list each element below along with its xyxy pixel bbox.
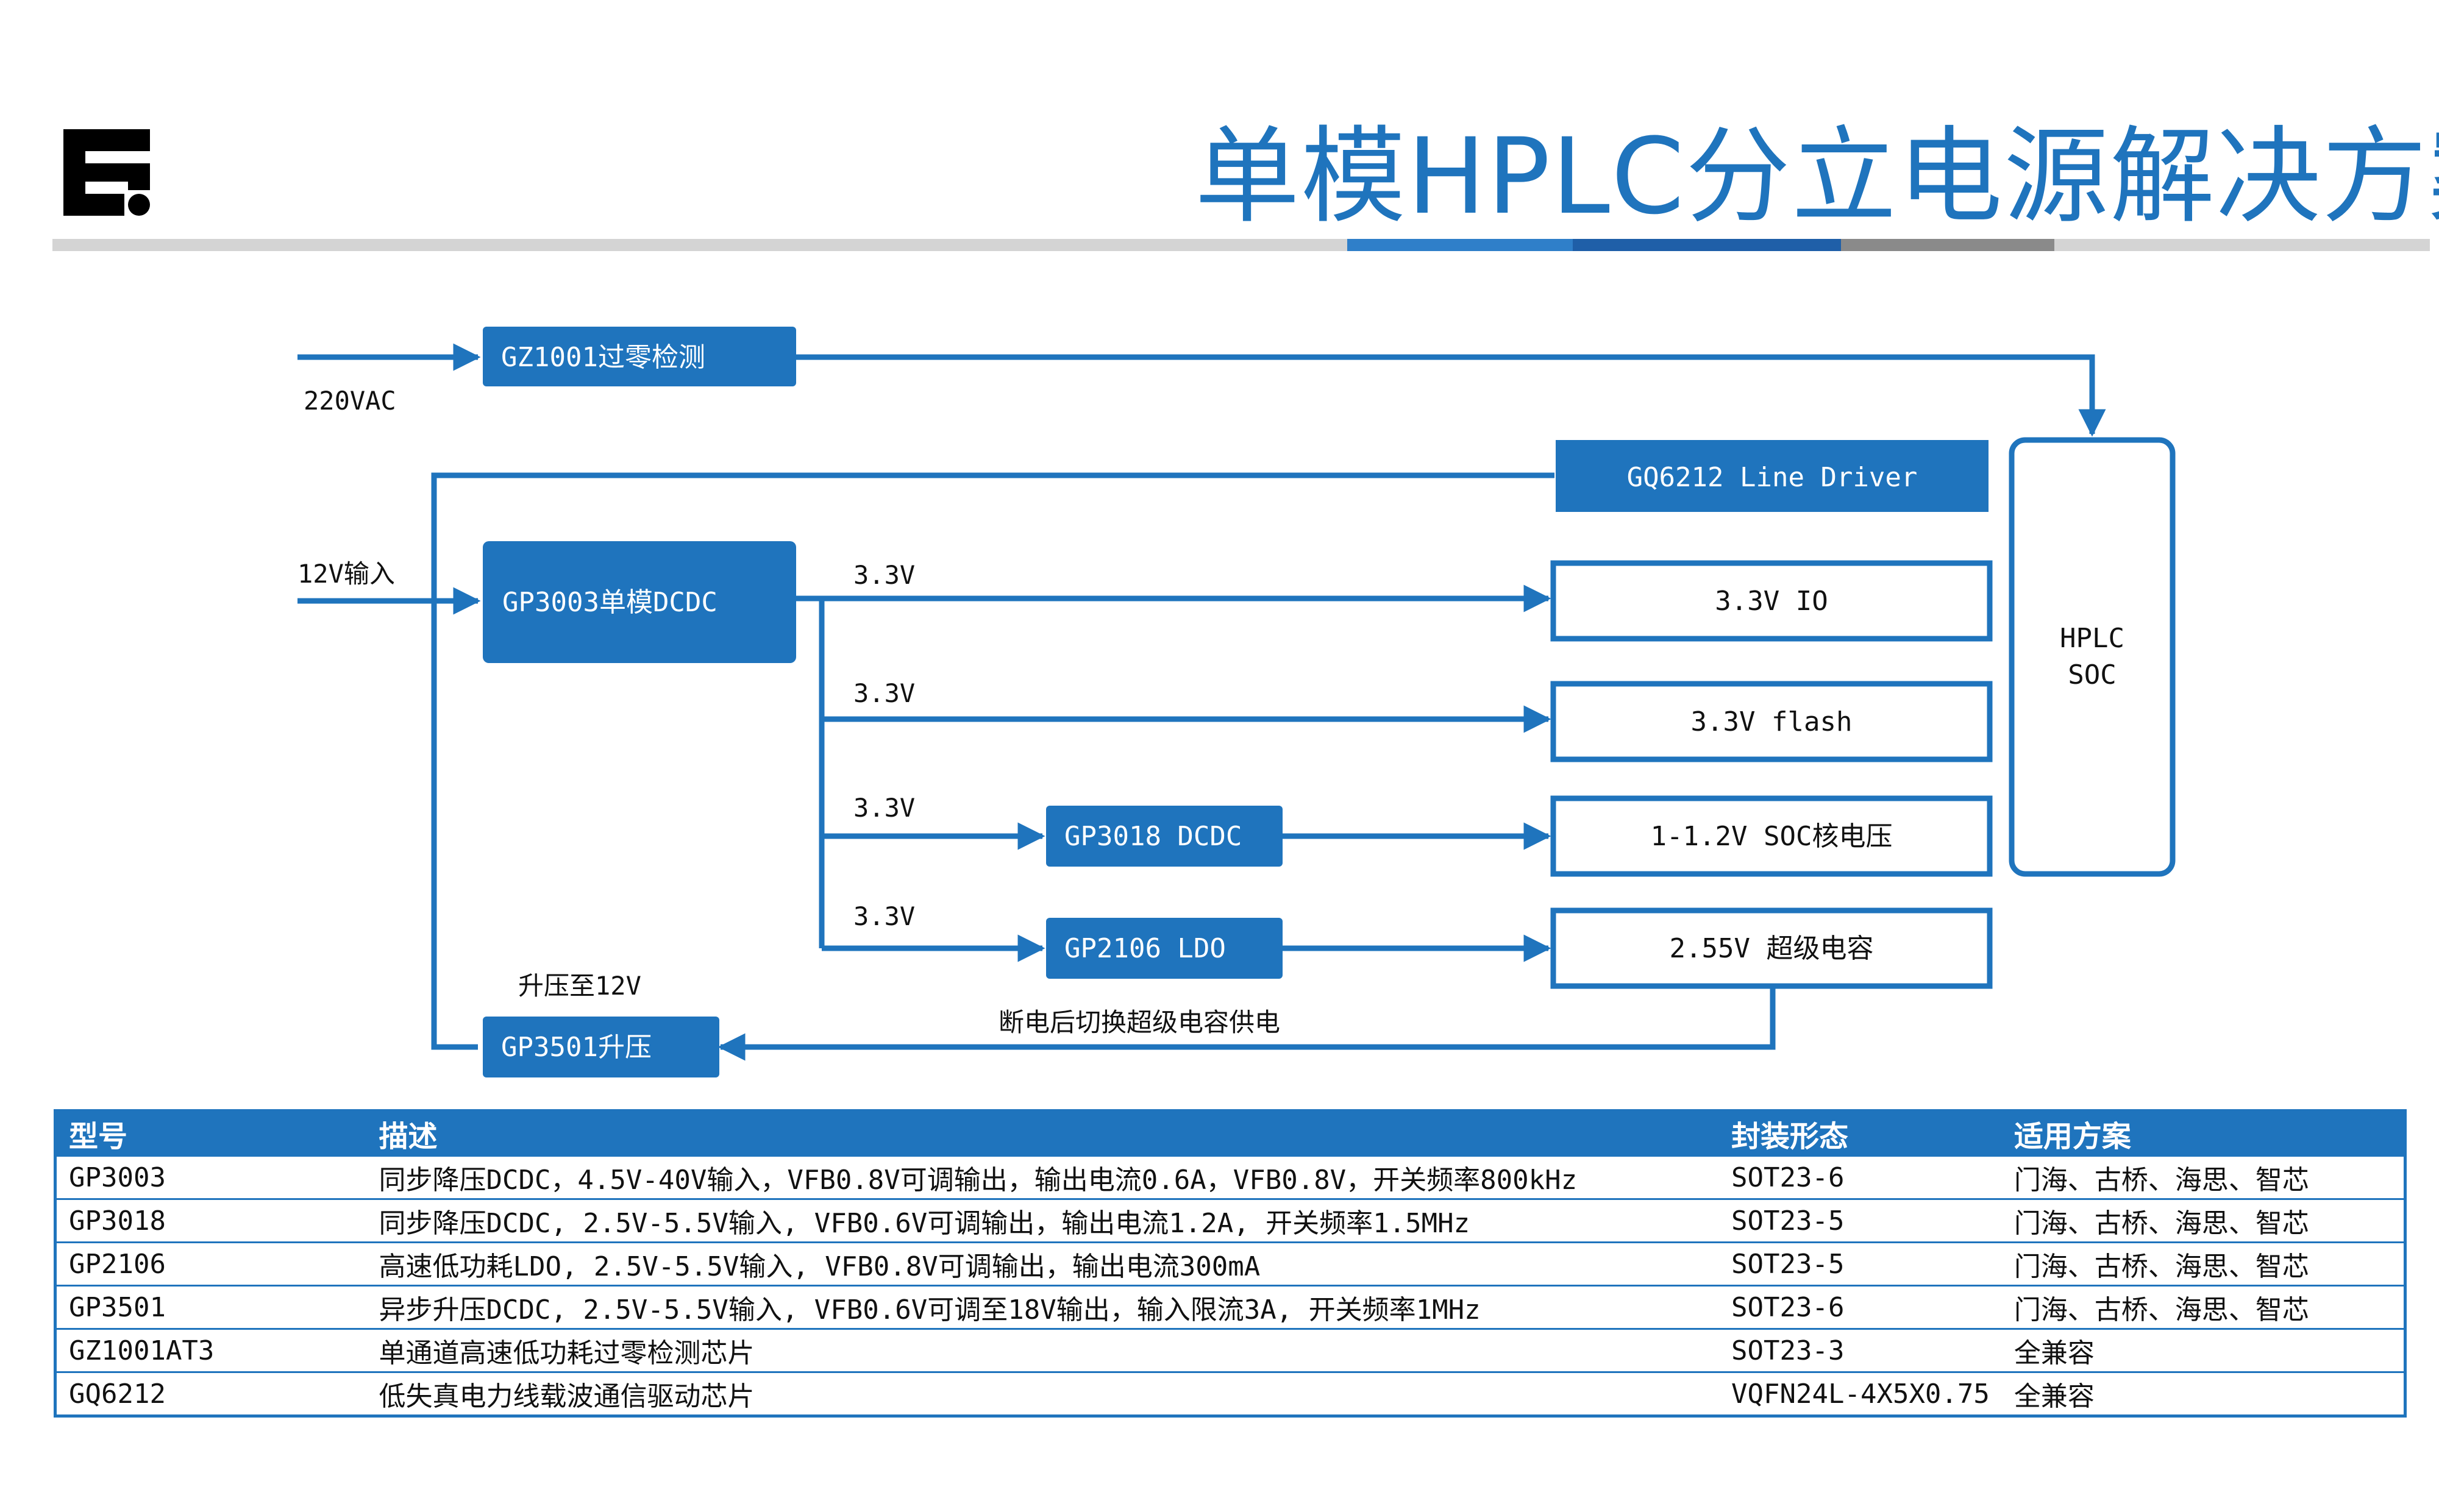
- label-switch-supercap: 断电后切换超级电容供电: [999, 1007, 1280, 1037]
- table-row: GP3501 异步升压DCDC, 2.5V-5.5V输入, VFB0.6V可调至…: [55, 1285, 2405, 1329]
- product-spec-table: 型号 描述 封装形态 适用方案 GP3003 同步降压DCDC，4.5V-40V…: [54, 1109, 2407, 1418]
- edge-supercap-to-boost: [717, 987, 1776, 1061]
- cell-model: GP3018: [55, 1198, 367, 1243]
- node-hplc-soc: HPLC SOC: [2009, 437, 2176, 877]
- cell-package: VQFN24L-4X5X0.75: [1719, 1371, 2002, 1416]
- cell-package: SOT23-5: [1719, 1241, 2002, 1286]
- node-soc-label-1: HPLC: [2060, 623, 2124, 654]
- node-soc-label-2: SOC: [2068, 659, 2116, 690]
- cell-package: SOT23-3: [1719, 1328, 2002, 1372]
- title-underline-gray: [1841, 239, 2054, 251]
- node-supercap: 2.55V 超级电容: [1550, 907, 1993, 989]
- label-220vac: 220VAC: [304, 386, 396, 416]
- table-row: GP2106 高速低功耗LDO, 2.5V-5.5V输入, VFB0.8V可调输…: [55, 1241, 2405, 1286]
- node-gz1001-label: GZ1001过零检测: [501, 342, 705, 373]
- cell-solution: 门海、古桥、海思、智芯: [2001, 1285, 2405, 1329]
- node-gp3018-label: GP3018 DCDC: [1064, 821, 1242, 852]
- table-header-row: 型号 描述 封装形态 适用方案: [55, 1110, 2405, 1156]
- node-gp3501-label: GP3501升压: [501, 1032, 652, 1063]
- node-flash-label: 3.3V flash: [1691, 706, 1853, 737]
- cell-description: 单通道高速低功耗过零检测芯片: [366, 1328, 1720, 1372]
- node-gq6212-label: GQ6212 Line Driver: [1627, 462, 1918, 493]
- cell-model: GZ1001AT3: [55, 1328, 367, 1372]
- node-gp3003-label: GP3003单模DCDC: [502, 587, 717, 618]
- node-soc-core: 1-1.2V SOC核电压: [1550, 795, 1993, 877]
- cell-solution: 门海、古桥、海思、智芯: [2001, 1198, 2405, 1243]
- header-model: 型号: [55, 1110, 367, 1156]
- cell-model: GP3501: [55, 1285, 367, 1329]
- cell-description: 同步降压DCDC，4.5V-40V输入，VFB0.8V可调输出，输出电流0.6A…: [366, 1155, 1720, 1199]
- cell-solution: 全兼容: [2001, 1328, 2405, 1372]
- header-description: 描述: [366, 1110, 1720, 1156]
- node-gq6212: GQ6212 Line Driver: [1556, 440, 1989, 512]
- cell-model: GP3003: [55, 1155, 367, 1199]
- title-underline-accent: [1347, 239, 1573, 251]
- node-gp2106: GP2106 LDO: [1046, 918, 1283, 979]
- cell-package: SOT23-5: [1719, 1198, 2002, 1243]
- header-package: 封装形态: [1719, 1110, 2002, 1156]
- header-solution: 适用方案: [2001, 1110, 2405, 1156]
- node-flash: 3.3V flash: [1550, 681, 1993, 762]
- node-gz1001: GZ1001过零检测: [483, 327, 796, 386]
- cell-description: 低失真电力线载波通信驱动芯片: [366, 1371, 1720, 1416]
- label-v2: 3.3V: [853, 678, 915, 708]
- cell-package: SOT23-6: [1719, 1155, 2002, 1199]
- title-underline-accent-dark: [1573, 239, 1841, 251]
- node-supercap-label: 2.55V 超级电容: [1670, 933, 1874, 964]
- cell-description: 异步升压DCDC, 2.5V-5.5V输入, VFB0.6V可调至18V输出，输…: [366, 1285, 1720, 1329]
- edge-linedriver-bus: [431, 472, 1554, 1050]
- label-v4: 3.3V: [853, 901, 915, 931]
- node-gp2106-label: GP2106 LDO: [1064, 933, 1226, 964]
- label-boost-to-12v: 升压至12V: [518, 971, 641, 1001]
- edge-zero-cross-to-soc: [796, 354, 2106, 437]
- cell-solution: 门海、古桥、海思、智芯: [2001, 1241, 2405, 1286]
- table-row: GP3018 同步降压DCDC, 2.5V-5.5V输入, VFB0.6V可调输…: [55, 1198, 2405, 1243]
- cell-solution: 门海、古桥、海思、智芯: [2001, 1155, 2405, 1199]
- cell-package: SOT23-6: [1719, 1285, 2002, 1329]
- node-gp3003: GP3003单模DCDC: [483, 541, 796, 663]
- label-12v-input: 12V输入: [297, 559, 395, 589]
- table-row: GZ1001AT3 单通道高速低功耗过零检测芯片 SOT23-3 全兼容: [55, 1328, 2405, 1372]
- cell-description: 同步降压DCDC, 2.5V-5.5V输入, VFB0.6V可调输出，输出电流1…: [366, 1198, 1720, 1243]
- node-soc-core-label: 1-1.2V SOC核电压: [1651, 821, 1893, 852]
- cell-solution: 全兼容: [2001, 1371, 2405, 1416]
- label-v3: 3.3V: [853, 793, 915, 823]
- node-io: 3.3V IO: [1550, 560, 1993, 642]
- cell-model: GQ6212: [55, 1371, 367, 1416]
- node-io-label: 3.3V IO: [1715, 586, 1828, 617]
- cell-model: GP2106: [55, 1241, 367, 1286]
- node-gp3501: GP3501升压: [483, 1017, 719, 1077]
- page-title: 单模HPLC分立电源解决方案: [1195, 115, 2439, 238]
- table-row: GP3003 同步降压DCDC，4.5V-40V输入，VFB0.8V可调输出，输…: [55, 1155, 2405, 1199]
- label-v1: 3.3V: [853, 560, 915, 590]
- node-gp3018: GP3018 DCDC: [1046, 806, 1283, 867]
- table-row: GQ6212 低失真电力线载波通信驱动芯片 VQFN24L-4X5X0.75 全…: [55, 1371, 2405, 1416]
- cell-description: 高速低功耗LDO, 2.5V-5.5V输入, VFB0.8V可调输出，输出电流3…: [366, 1241, 1720, 1286]
